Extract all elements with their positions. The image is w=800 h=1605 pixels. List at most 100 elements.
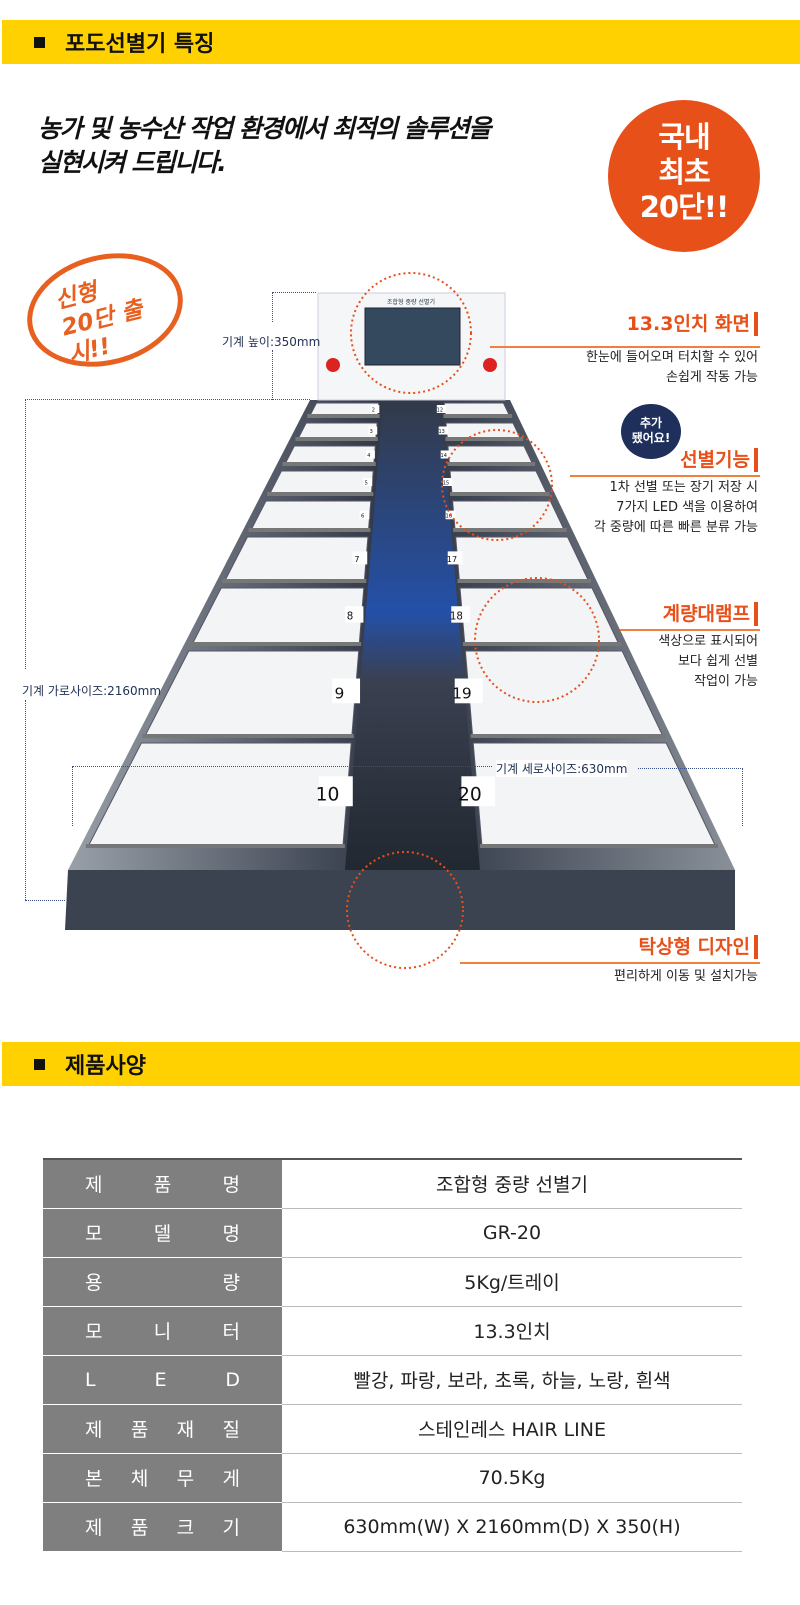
touch-screen [364, 307, 461, 366]
dim-line [638, 768, 743, 769]
red-button-left [326, 358, 340, 372]
highlight-circle-lamp [474, 577, 600, 703]
width-label: 기계 세로사이즈:630mm [496, 760, 628, 777]
dim-line [25, 900, 65, 901]
dim-line [742, 768, 743, 826]
spec-key-char: 명 [222, 1174, 240, 1197]
tray-left [191, 587, 365, 646]
tray-number: 10 [316, 785, 340, 806]
spec-value: 빨강, 파랑, 보라, 초록, 하늘, 노랑, 흰색 [282, 1355, 742, 1405]
dim-line [25, 399, 26, 669]
section-title: 제품사양 [65, 1054, 146, 1079]
tray-number-tag [438, 426, 448, 435]
tray-edge [450, 492, 550, 496]
tray-number-tag [359, 510, 370, 520]
spec-key-char: 품 [153, 1174, 172, 1197]
tray-number-tag [443, 478, 453, 486]
spec-key-char: 기 [222, 1517, 240, 1539]
feature-line: 편리하게 이동 및 설치가능 [614, 969, 758, 984]
square-bullet-icon [34, 36, 45, 48]
spec-key-char: 제 [85, 1174, 103, 1197]
tray-left [249, 500, 372, 532]
tray-number: 20 [458, 785, 482, 806]
length-label: 기계 가로사이즈:2160mm [22, 684, 162, 698]
tray-number-tag [363, 478, 373, 486]
section-title: 포도선별기 특징 [65, 32, 215, 57]
feature-line: 손쉽게 작동 가능 [666, 370, 758, 385]
tray-number-tag [461, 776, 496, 807]
feature-title: 선별기능 [680, 448, 758, 472]
spec-key-char: 모 [85, 1321, 103, 1343]
bubble-line: 됐어요! [631, 431, 671, 445]
tray-number-tag [447, 551, 463, 565]
tray-edge [307, 414, 380, 418]
spec-key-char: 명 [222, 1223, 240, 1245]
feature-line: 7가지 LED 색을 이용하여 [616, 500, 758, 515]
spec-key-char: 품 [130, 1517, 149, 1539]
highlight-circle-screen [350, 272, 472, 394]
tray-number: 18 [450, 611, 463, 623]
red-button-right [483, 358, 497, 372]
spec-key-char: 모 [85, 1223, 103, 1245]
tray-number: 4 [367, 453, 370, 459]
tray-number-tag [436, 405, 446, 413]
feature-line: 작업이 가능 [694, 674, 758, 689]
tray-number: 9 [334, 685, 344, 703]
feature-line: 1차 선별 또는 장기 저장 시 [609, 480, 758, 495]
highlight-circle-base [346, 851, 464, 969]
tray-number-tag [352, 551, 368, 565]
tray-edge [248, 528, 371, 532]
tray-number: 17 [447, 554, 457, 564]
spec-key-char: 제 [85, 1419, 103, 1441]
tray-edge [267, 492, 374, 496]
tray-edge [445, 437, 524, 441]
spec-key-char: 터 [222, 1321, 240, 1343]
spec-key-char: 질 [222, 1419, 240, 1441]
feature-line: 보다 쉽게 선별 [677, 654, 758, 669]
tray-edge [443, 414, 513, 418]
tray-edge [142, 734, 354, 738]
tray-left [268, 470, 374, 496]
callout-line [620, 629, 760, 631]
spec-key-char: 체 [130, 1468, 149, 1490]
tray-number-tag [365, 450, 375, 459]
dim-line [272, 292, 316, 293]
tray-number: 8 [347, 611, 354, 623]
dim-line [272, 350, 273, 400]
tray-number: 2 [372, 408, 375, 414]
feature-line: 각 중량에 따른 빠른 분류 가능 [593, 520, 758, 535]
tray-number-tag [332, 678, 361, 704]
spec-key-char: D [225, 1368, 240, 1391]
spec-key-char: L [85, 1368, 96, 1391]
machine-base [65, 870, 735, 930]
spec-value: 13.3인치 [282, 1306, 742, 1356]
tray-right [455, 536, 590, 583]
tray-edge [480, 844, 718, 848]
tray-number-tag [368, 426, 378, 435]
headline-line: 실현시켜 드립니다. [38, 148, 227, 177]
tray-edge [462, 642, 622, 646]
feature-line: 색상으로 표시되어 [658, 634, 758, 649]
tray-number-tag [344, 606, 364, 623]
dim-line [25, 700, 26, 900]
badge-line: 최초 [658, 155, 710, 189]
badge-line: 20단!! [639, 190, 730, 224]
